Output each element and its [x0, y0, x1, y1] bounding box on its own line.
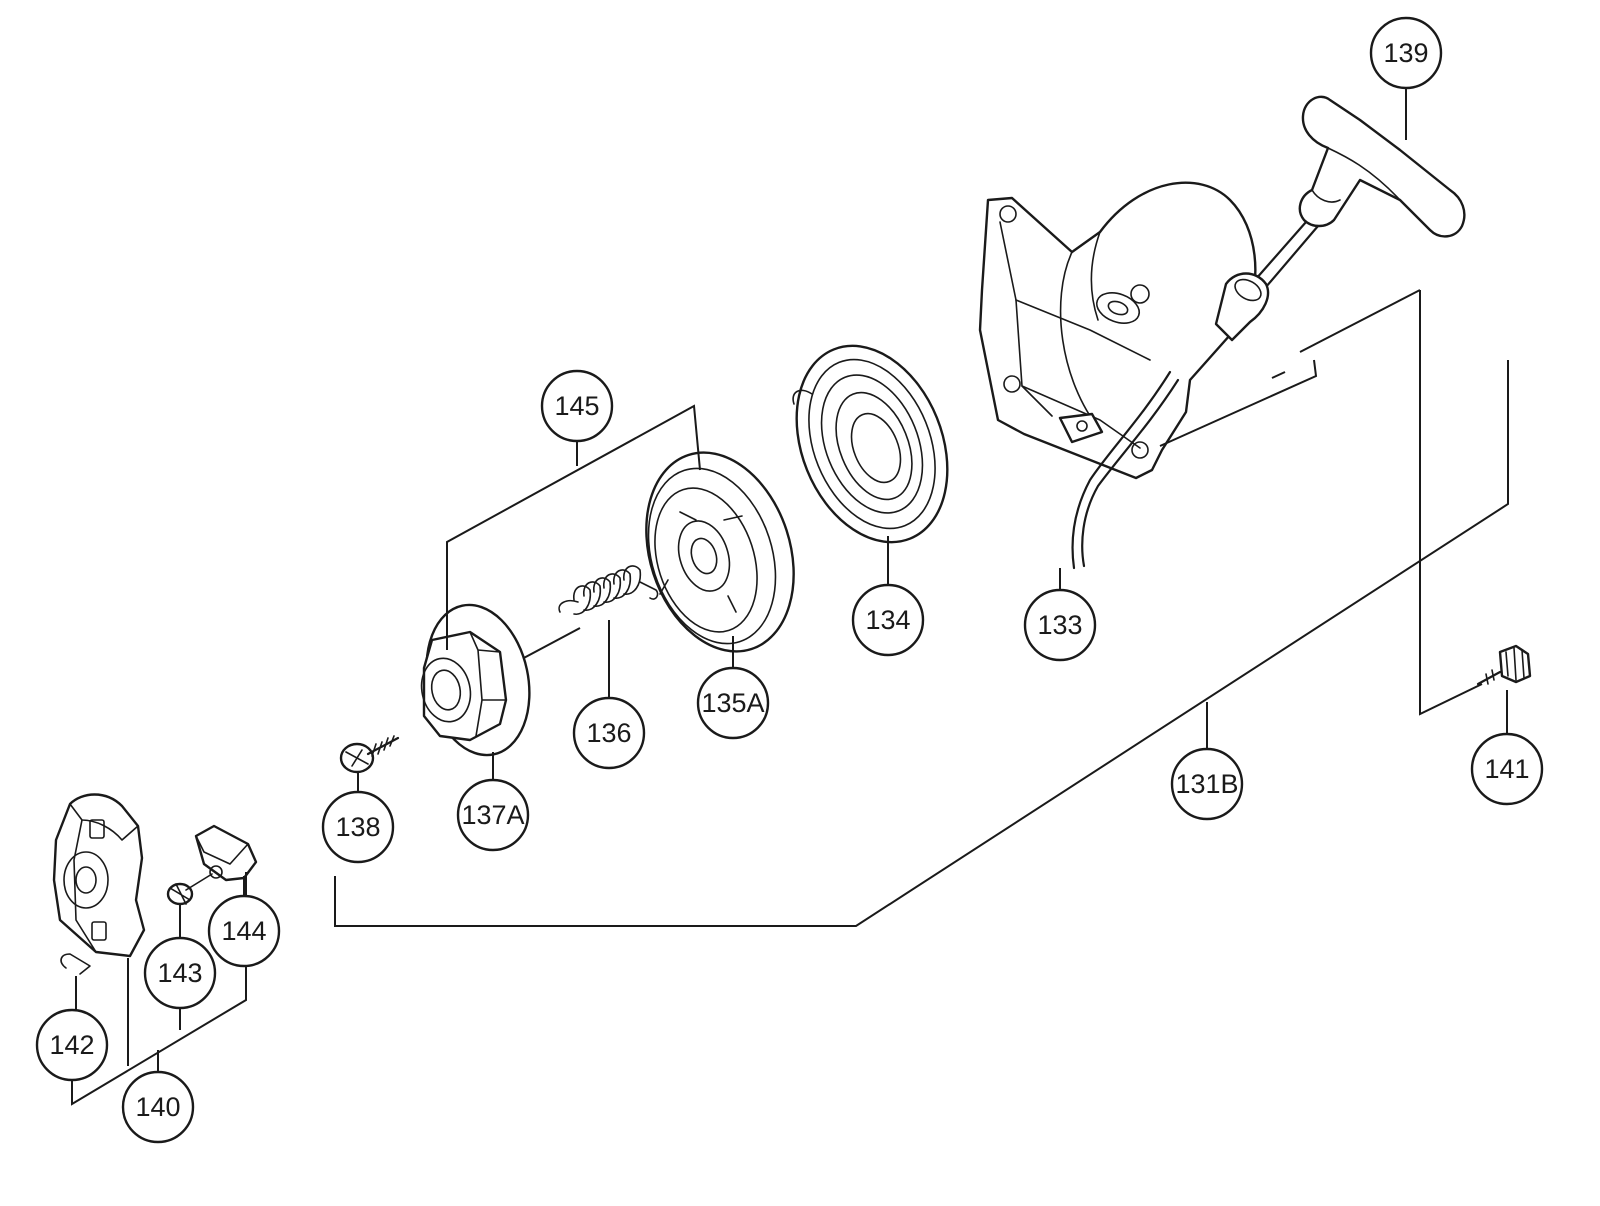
- starter-handle-drawing: [1246, 95, 1466, 296]
- leader-lines: [71, 88, 1509, 1106]
- callout-131b: 131B: [1170, 747, 1244, 821]
- callout-144-label: 144: [221, 916, 266, 946]
- callout-138: 138: [321, 790, 395, 864]
- callout-143-label: 143: [157, 958, 202, 988]
- callout-145-label: 145: [554, 391, 599, 421]
- callout-133: 133: [1023, 588, 1097, 662]
- callout-135a: 135A: [696, 666, 770, 740]
- screw-drawing: [339, 735, 400, 774]
- callout-138-label: 138: [335, 812, 380, 842]
- callout-143: 143: [143, 936, 217, 1010]
- ratchet-hub-drawing: [420, 603, 531, 757]
- starter-pawl-housing-drawing: [52, 793, 258, 975]
- callout-135a-label: 135A: [701, 688, 764, 718]
- callout-134-label: 134: [865, 605, 910, 635]
- callout-142: 142: [35, 1008, 109, 1082]
- bolt-drawing: [1476, 644, 1532, 686]
- callout-137a: 137A: [456, 778, 530, 852]
- callout-141: 141: [1470, 732, 1544, 806]
- callout-131b-label: 131B: [1175, 769, 1238, 799]
- callout-145: 145: [540, 369, 614, 443]
- callout-140: 140: [121, 1070, 195, 1144]
- recoil-housing-drawing: [978, 181, 1270, 570]
- callout-139-label: 139: [1383, 38, 1428, 68]
- callout-144: 144: [207, 894, 281, 968]
- callout-136-label: 136: [586, 718, 631, 748]
- torsion-spring-drawing: [519, 565, 659, 661]
- callout-136: 136: [572, 696, 646, 770]
- callout-141-label: 141: [1484, 754, 1529, 784]
- rope-reel-drawing: [645, 451, 795, 653]
- callout-142-label: 142: [49, 1030, 94, 1060]
- callout-137a-label: 137A: [461, 800, 524, 830]
- recoil-spring-drawing: [792, 344, 949, 544]
- callout-134: 134: [851, 583, 925, 657]
- callout-140-label: 140: [135, 1092, 180, 1122]
- callout-133-label: 133: [1037, 610, 1082, 640]
- callout-139: 139: [1369, 16, 1443, 90]
